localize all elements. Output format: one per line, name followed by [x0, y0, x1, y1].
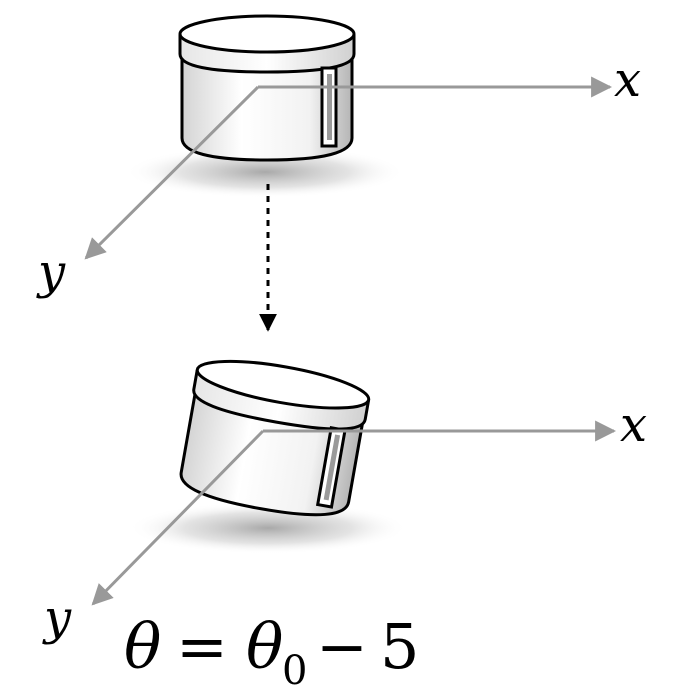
equation-value: 5: [380, 610, 419, 683]
top-cylinder-group: [125, 14, 405, 198]
equation-subscript: 0: [282, 648, 307, 693]
equation-minus: −: [316, 610, 368, 683]
top-x-axis-label: x: [614, 52, 641, 108]
bottom-x-axis-label: x: [620, 397, 647, 453]
top-cylinder-body: [180, 58, 354, 162]
equation-equals: =: [176, 610, 228, 683]
equation-theta: θ: [124, 610, 161, 683]
equation-theta0: θ: [246, 610, 283, 683]
top-axes: x y: [36, 52, 641, 300]
bottom-cylinder-lid-top: [195, 359, 371, 410]
top-y-axis: [84, 85, 260, 260]
rotation-equation: θ = θ 0 − 5: [124, 610, 419, 693]
top-y-axis-label: y: [36, 244, 66, 300]
bottom-cylinder-shadow: [128, 502, 408, 554]
bottom-y-axis: [91, 429, 265, 606]
bottom-axes: x y: [42, 397, 647, 646]
bottom-cylinder-group: [128, 359, 408, 554]
top-cylinder-shadow: [125, 146, 405, 198]
bottom-y-axis-label: y: [42, 590, 72, 646]
top-cylinder-lid-top: [178, 14, 356, 54]
